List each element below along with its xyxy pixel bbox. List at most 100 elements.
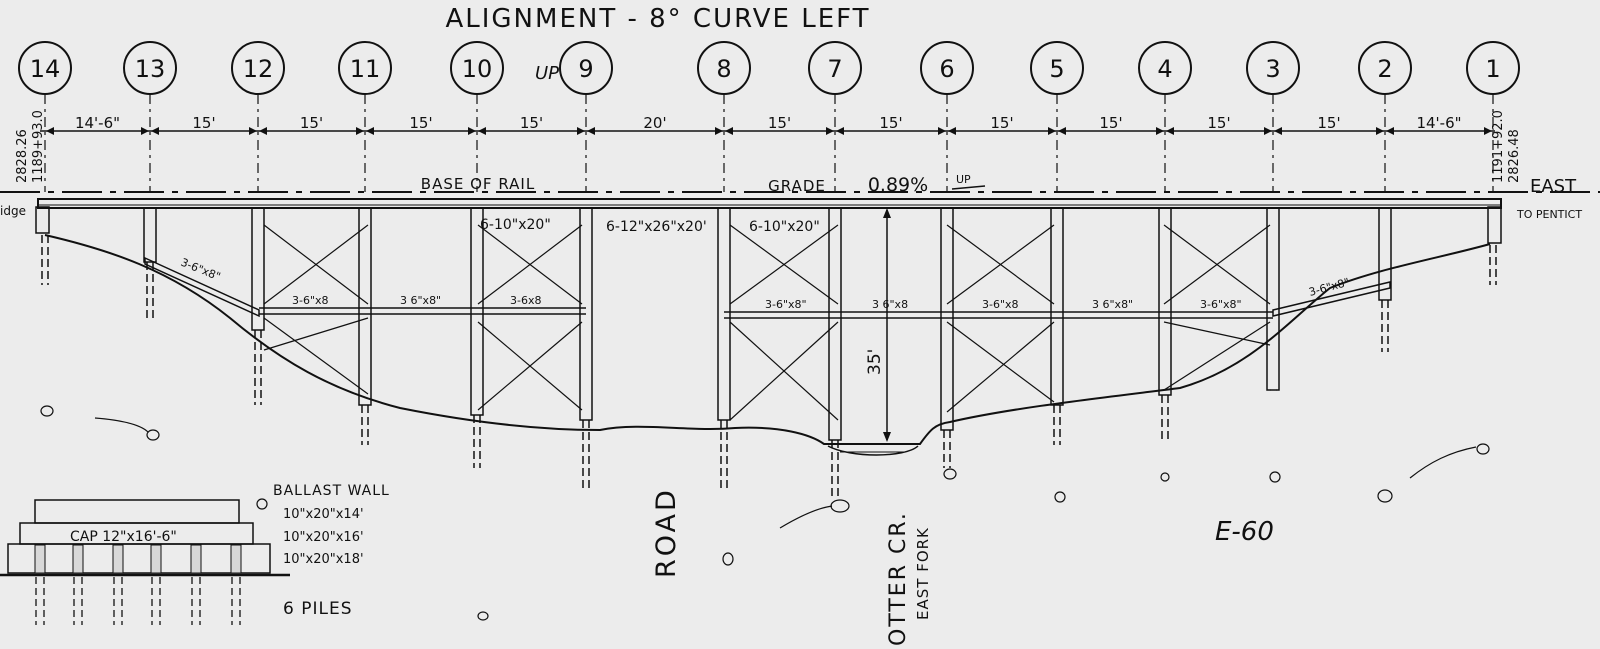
bent-number-10: 10 <box>462 55 493 83</box>
bent-post-13 <box>143 207 157 263</box>
detail-pile-head-4 <box>190 544 202 574</box>
sash-label-10: 3-6"x8" <box>1307 276 1351 299</box>
station-right-2: 2826.48 <box>1507 129 1522 183</box>
bent-number-8: 8 <box>716 55 731 83</box>
sash-label-2: 3-6"x8 <box>292 294 329 307</box>
span-arrow-right-5 <box>715 127 723 135</box>
span-arrow-right-3 <box>468 127 476 135</box>
stringer-label-3: 6-10"x20" <box>749 219 820 235</box>
detail-pile-head-2 <box>112 544 124 574</box>
span-arrow-right-9 <box>1156 127 1164 135</box>
span-label-10: 15' <box>1207 114 1230 132</box>
span-arrow-left-4 <box>478 127 486 135</box>
sash-west-sloped <box>144 256 260 318</box>
span-arrow-right-2 <box>356 127 364 135</box>
bent-post-5 <box>1050 207 1064 406</box>
ballast-wall-top <box>34 499 240 524</box>
west-abutment <box>35 206 50 234</box>
span-label-8: 15' <box>990 114 1013 132</box>
bent-post-3 <box>1266 207 1280 391</box>
span-label-7: 15' <box>879 114 902 132</box>
span-arrow-right-8 <box>1048 127 1056 135</box>
span-arrow-right-7 <box>938 127 946 135</box>
bent-post-7 <box>828 207 842 441</box>
span-label-5: 20' <box>643 114 666 132</box>
detail-pile-head-1 <box>72 544 84 574</box>
piles-label: 6 PILES <box>283 599 353 619</box>
span-label-12: 14'-6" <box>1416 114 1461 132</box>
span-arrow-left-0 <box>46 127 54 135</box>
span-arrow-left-12 <box>1386 127 1394 135</box>
bent-number-9: 9 <box>578 55 593 83</box>
span-label-9: 15' <box>1099 114 1122 132</box>
span-label-1: 15' <box>192 114 215 132</box>
bent-post-4 <box>1158 207 1172 396</box>
grade-direction: UP <box>956 173 971 186</box>
bent-number-13: 13 <box>135 55 166 83</box>
span-label-6: 15' <box>768 114 791 132</box>
bent-number-6: 6 <box>939 55 954 83</box>
sash-label-1: 3-6"x8" <box>179 256 222 284</box>
bent-posts <box>41 207 1497 497</box>
height-arrow-top <box>883 208 891 218</box>
east-abutment <box>1487 206 1502 244</box>
creek-channel <box>827 445 919 456</box>
grade-arrow <box>951 185 986 190</box>
stringer-label-2: 6-12"x26"x20' <box>606 219 707 235</box>
bridge-label: idge <box>0 204 26 218</box>
up-note: UP <box>535 63 559 84</box>
bent-number-2: 2 <box>1377 55 1392 83</box>
bent-post-11 <box>358 207 372 406</box>
cap-label: CAP 12"x16'-6" <box>70 529 177 545</box>
sash-label-8: 3 6"x8" <box>1092 298 1133 311</box>
span-label-2: 15' <box>300 114 323 132</box>
sash-label-3: 3 6"x8" <box>400 294 441 307</box>
span-label-11: 15' <box>1317 114 1340 132</box>
sash-label-4: 3-6x8 <box>510 294 541 307</box>
span-arrow-left-9 <box>1058 127 1066 135</box>
drawing-title: ALIGNMENT - 8° CURVE LEFT <box>445 4 870 34</box>
bent-number-11: 11 <box>350 55 381 83</box>
bent-post-10 <box>470 207 484 416</box>
span-label-3: 15' <box>409 114 432 132</box>
span-arrow-right-0 <box>141 127 149 135</box>
base-of-rail-label: BASE OF RAIL <box>421 175 535 193</box>
span-arrow-right-11 <box>1376 127 1384 135</box>
ballast-wall-bottom <box>7 543 271 574</box>
span-arrow-left-6 <box>725 127 733 135</box>
detail-pile-head-3 <box>150 544 162 574</box>
detail-piles <box>34 544 242 625</box>
span-arrow-right-4 <box>577 127 585 135</box>
cross-bracing <box>263 224 1271 421</box>
station-left-2: 1189+93.0 <box>31 110 46 183</box>
bent-number-7: 7 <box>827 55 842 83</box>
span-arrow-left-8 <box>948 127 956 135</box>
span-dimensions: 14'-6" 15' 15' 15' 15' 20' 15' 15' 15' 15' 15' 15' 1… <box>46 114 1492 135</box>
creek-label: OTTER CR. <box>886 511 911 646</box>
span-arrow-right-12 <box>1484 127 1492 135</box>
ballast-wall-label: BALLAST WALL <box>273 483 390 499</box>
detail-pile-head-5 <box>230 544 242 574</box>
span-label-4: 15' <box>520 114 543 132</box>
detail-pile-head-0 <box>34 544 46 574</box>
timber-label-3: 10"x20"x18' <box>283 552 364 567</box>
bent-number-5: 5 <box>1049 55 1064 83</box>
span-arrow-left-11 <box>1274 127 1282 135</box>
bent-post-2 <box>1378 207 1392 301</box>
drawing-number: E-60 <box>1215 517 1274 547</box>
bent-number-12: 12 <box>243 55 274 83</box>
bent-number-4: 4 <box>1157 55 1172 83</box>
span-label-0: 14'-6" <box>75 114 120 132</box>
deck-stringers <box>37 198 1502 209</box>
grade-value: 0.89% <box>868 174 928 196</box>
to-penticton-label: TO PENTICT <box>1516 208 1582 221</box>
creek-fork-label: EAST FORK <box>914 527 932 620</box>
bent-post-6 <box>940 207 954 431</box>
road-label: ROAD <box>651 487 682 578</box>
survey-markers <box>40 405 1490 621</box>
ground-profile <box>44 234 1491 445</box>
span-arrow-right-10 <box>1264 127 1272 135</box>
